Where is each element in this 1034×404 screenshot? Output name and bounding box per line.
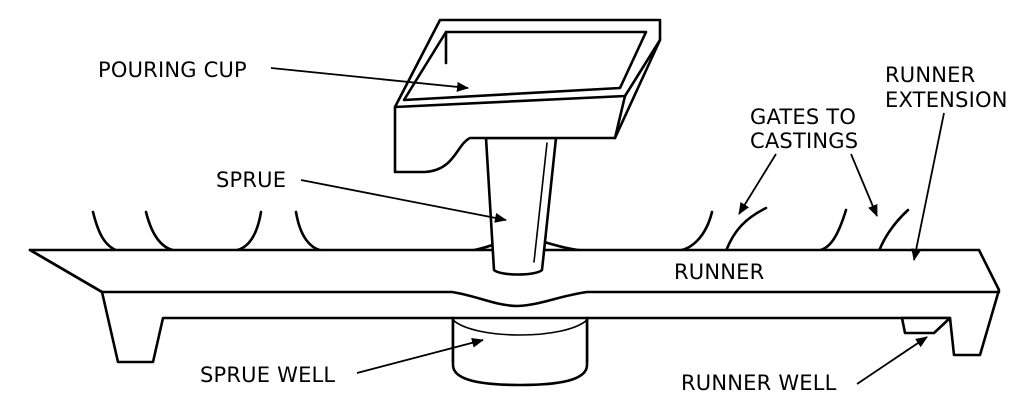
runner-end-face: [28, 248, 104, 294]
runner-extension-label-line2: EXTENSION: [885, 88, 1008, 112]
sprue: [484, 136, 558, 276]
runner-well-label: RUNNER WELL: [681, 371, 837, 395]
leader-arrows: [270, 67, 945, 385]
pouring-cup: [393, 18, 662, 174]
pouring-cup-label: POURING CUP: [98, 58, 247, 82]
sprue-well-label: SPRUE WELL: [200, 363, 336, 387]
runner-well-arrow: [856, 336, 928, 385]
gates-to-castings-label-line1: GATES TO: [750, 105, 857, 129]
sprue-label: SPRUE: [216, 168, 287, 192]
runner-well: [900, 316, 952, 335]
runner-extension-label-line1: RUNNER: [885, 63, 976, 87]
sprue-well: [451, 316, 589, 387]
runner-extension-arrow: [911, 112, 945, 261]
gates-to-castings-label-line2: CASTINGS: [750, 129, 859, 153]
pouring-cup-arrow: [270, 67, 469, 92]
runner-label: RUNNER: [674, 260, 765, 284]
runner-top-edge: [100, 290, 1001, 308]
gates-right-arrow: [850, 153, 878, 217]
sprue-well-arrow: [356, 337, 484, 374]
sprue-arrow: [300, 179, 507, 223]
gates-left-arrow: [738, 153, 777, 215]
